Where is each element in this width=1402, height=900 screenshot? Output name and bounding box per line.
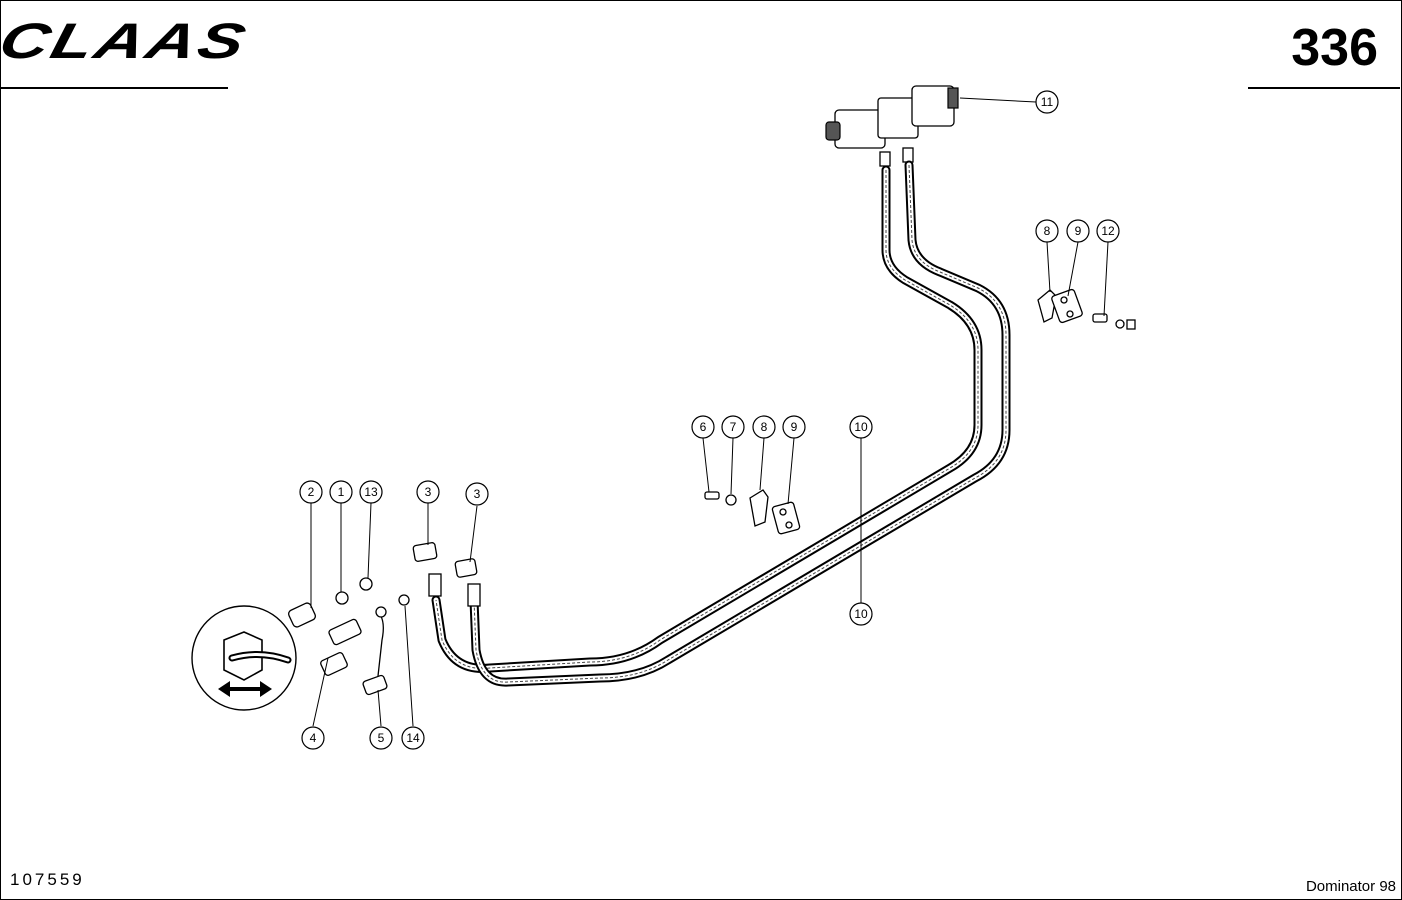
callout-1: 1 — [329, 480, 353, 504]
callout-7: 7 — [721, 415, 745, 439]
callout-8a-label: 8 — [1044, 224, 1051, 238]
hydraulic-hose-2 — [469, 160, 1011, 687]
callout-2-label: 2 — [308, 485, 315, 499]
callout-4-label: 4 — [310, 731, 317, 745]
clamp-set-right — [1037, 288, 1136, 330]
callout-9b-label: 9 — [791, 420, 798, 434]
callout-5-label: 5 — [378, 731, 385, 745]
model-name: Dominator 98 — [1305, 878, 1396, 895]
fittings-left — [287, 542, 478, 696]
callout-11: 11 — [1035, 90, 1059, 114]
callout-8a: 8 — [1035, 219, 1059, 243]
header-rule-left — [0, 87, 228, 89]
valve-block — [825, 85, 959, 167]
callout-9b: 9 — [782, 415, 806, 439]
callout-1-label: 1 — [338, 485, 345, 499]
clamp-set-middle — [704, 489, 801, 535]
callout-11-label: 11 — [1041, 95, 1054, 109]
page-number: 336 — [1291, 19, 1378, 77]
callout-13: 13 — [359, 480, 383, 504]
callout-3b: 3 — [465, 482, 489, 506]
hose-fitting-inset-icon — [191, 605, 297, 711]
callout-12: 12 — [1096, 219, 1120, 243]
callout-12-label: 12 — [1101, 224, 1115, 238]
callout-14: 14 — [401, 726, 425, 750]
callout-8b: 8 — [752, 415, 776, 439]
callout-9a: 9 — [1066, 219, 1090, 243]
callout-13-label: 13 — [364, 485, 378, 499]
callout-10a: 10 — [849, 415, 873, 439]
drawing-number: 107559 — [10, 870, 85, 889]
callout-5: 5 — [369, 726, 393, 750]
hose-end-fitting-2 — [467, 583, 481, 607]
callout-3a: 3 — [416, 480, 440, 504]
header-rule-right — [1248, 87, 1400, 89]
hose-end-fitting-1 — [428, 573, 442, 597]
double-arrow-icon — [218, 681, 272, 697]
callout-8b-label: 8 — [761, 420, 768, 434]
callout-3a-label: 3 — [425, 485, 432, 499]
callout-2: 2 — [299, 480, 323, 504]
callout-4: 4 — [301, 726, 325, 750]
callout-7-label: 7 — [730, 420, 737, 434]
callout-14-label: 14 — [406, 731, 420, 745]
callout-10b-label: 10 — [854, 607, 868, 621]
callout-10b: 10 — [849, 602, 873, 626]
callout-9a-label: 9 — [1075, 224, 1082, 238]
leader-lines — [310, 97, 1109, 727]
callout-6: 6 — [691, 415, 715, 439]
callout-6-label: 6 — [700, 420, 707, 434]
callout-3b-label: 3 — [474, 487, 481, 501]
callout-10a-label: 10 — [854, 420, 868, 434]
